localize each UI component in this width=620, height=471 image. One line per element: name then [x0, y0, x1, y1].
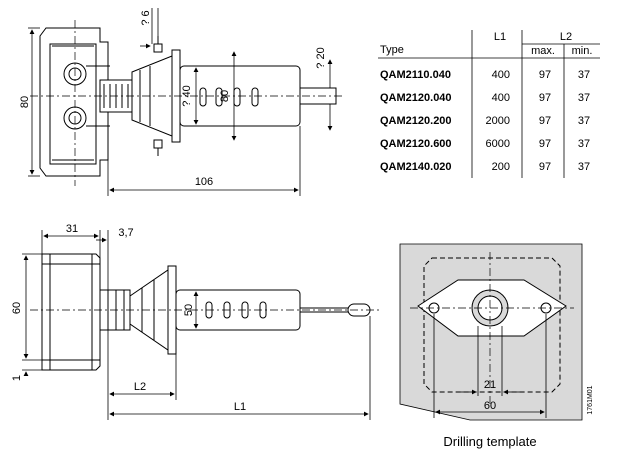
- dim-top-106: 106: [195, 176, 213, 188]
- row-type: QAM2120.200: [380, 115, 452, 127]
- table-row: QAM2110.040 400 97 37: [380, 69, 590, 81]
- table-row: QAM2140.020 200 97 37: [380, 161, 590, 173]
- row-l1: 400: [492, 92, 510, 104]
- row-type: QAM2140.020: [380, 161, 452, 173]
- dim-side-3-7: 3,7: [118, 227, 133, 239]
- dim-side-1: 1: [11, 375, 23, 381]
- row-type: QAM2120.040: [380, 92, 452, 104]
- row-max: 97: [539, 115, 551, 127]
- side-housing: [41, 253, 101, 371]
- side-view: [30, 253, 380, 371]
- dim-top-40: ? 40: [181, 85, 193, 106]
- table-header-max: max.: [531, 45, 555, 57]
- dim-drill-21: 21: [484, 379, 496, 391]
- table-row: QAM2120.200 2000 97 37: [380, 115, 590, 127]
- dim-top-6: ? 6: [140, 10, 152, 25]
- table-header-min: min.: [572, 45, 593, 57]
- dim-side-50: 50: [183, 304, 195, 316]
- row-min: 37: [578, 138, 590, 150]
- row-min: 37: [578, 69, 590, 81]
- table-row: QAM2120.040 400 97 37: [380, 92, 590, 104]
- row-l1: 200: [492, 161, 510, 173]
- top-view-dim-labels: 80 ? 6 ? 20 ? 40 80 106: [19, 10, 327, 188]
- dim-side-31: 31: [66, 223, 78, 235]
- row-max: 97: [539, 92, 551, 104]
- row-l1: 400: [492, 69, 510, 81]
- row-max: 97: [539, 161, 551, 173]
- row-max: 97: [539, 69, 551, 81]
- dim-side-l1: L1: [234, 401, 246, 413]
- drilling-template-caption: Drilling template: [443, 434, 536, 449]
- row-min: 37: [578, 92, 590, 104]
- template-outline-dashed: [423, 257, 561, 393]
- top-view: [30, 20, 345, 186]
- dim-side-l2: L2: [134, 381, 146, 393]
- row-type: QAM2110.040: [380, 69, 451, 81]
- type-table: Type L1 L2 max. min. QAM2110.040 400 97 …: [378, 30, 600, 178]
- drilling-template: 21 60 1761M01 Drilling template: [399, 243, 594, 449]
- drawing-number: 1761M01: [587, 385, 594, 414]
- dim-top-height: 80: [19, 96, 31, 108]
- row-type: QAM2120.600: [380, 138, 452, 150]
- table-header-l2: L2: [560, 31, 572, 43]
- dim-top-80-inner: 80: [219, 90, 231, 102]
- dim-drill-60: 60: [484, 400, 496, 412]
- dim-side-60: 60: [11, 302, 23, 314]
- side-view-dim-labels: 31 3,7 60 1 50 L2 L1: [11, 223, 246, 413]
- top-view-dimensions: [28, 8, 333, 196]
- table-row: QAM2120.600 6000 97 37: [380, 138, 590, 150]
- row-min: 37: [578, 161, 590, 173]
- table-header-l1: L1: [494, 31, 506, 43]
- dim-top-20: ? 20: [315, 47, 327, 68]
- row-l1: 2000: [486, 115, 510, 127]
- housing-inner-panel: [49, 43, 97, 165]
- side-view-dimensions: [22, 230, 371, 420]
- row-min: 37: [578, 115, 590, 127]
- row-max: 97: [539, 138, 551, 150]
- table-header-type: Type: [380, 44, 404, 56]
- row-l1: 6000: [486, 138, 510, 150]
